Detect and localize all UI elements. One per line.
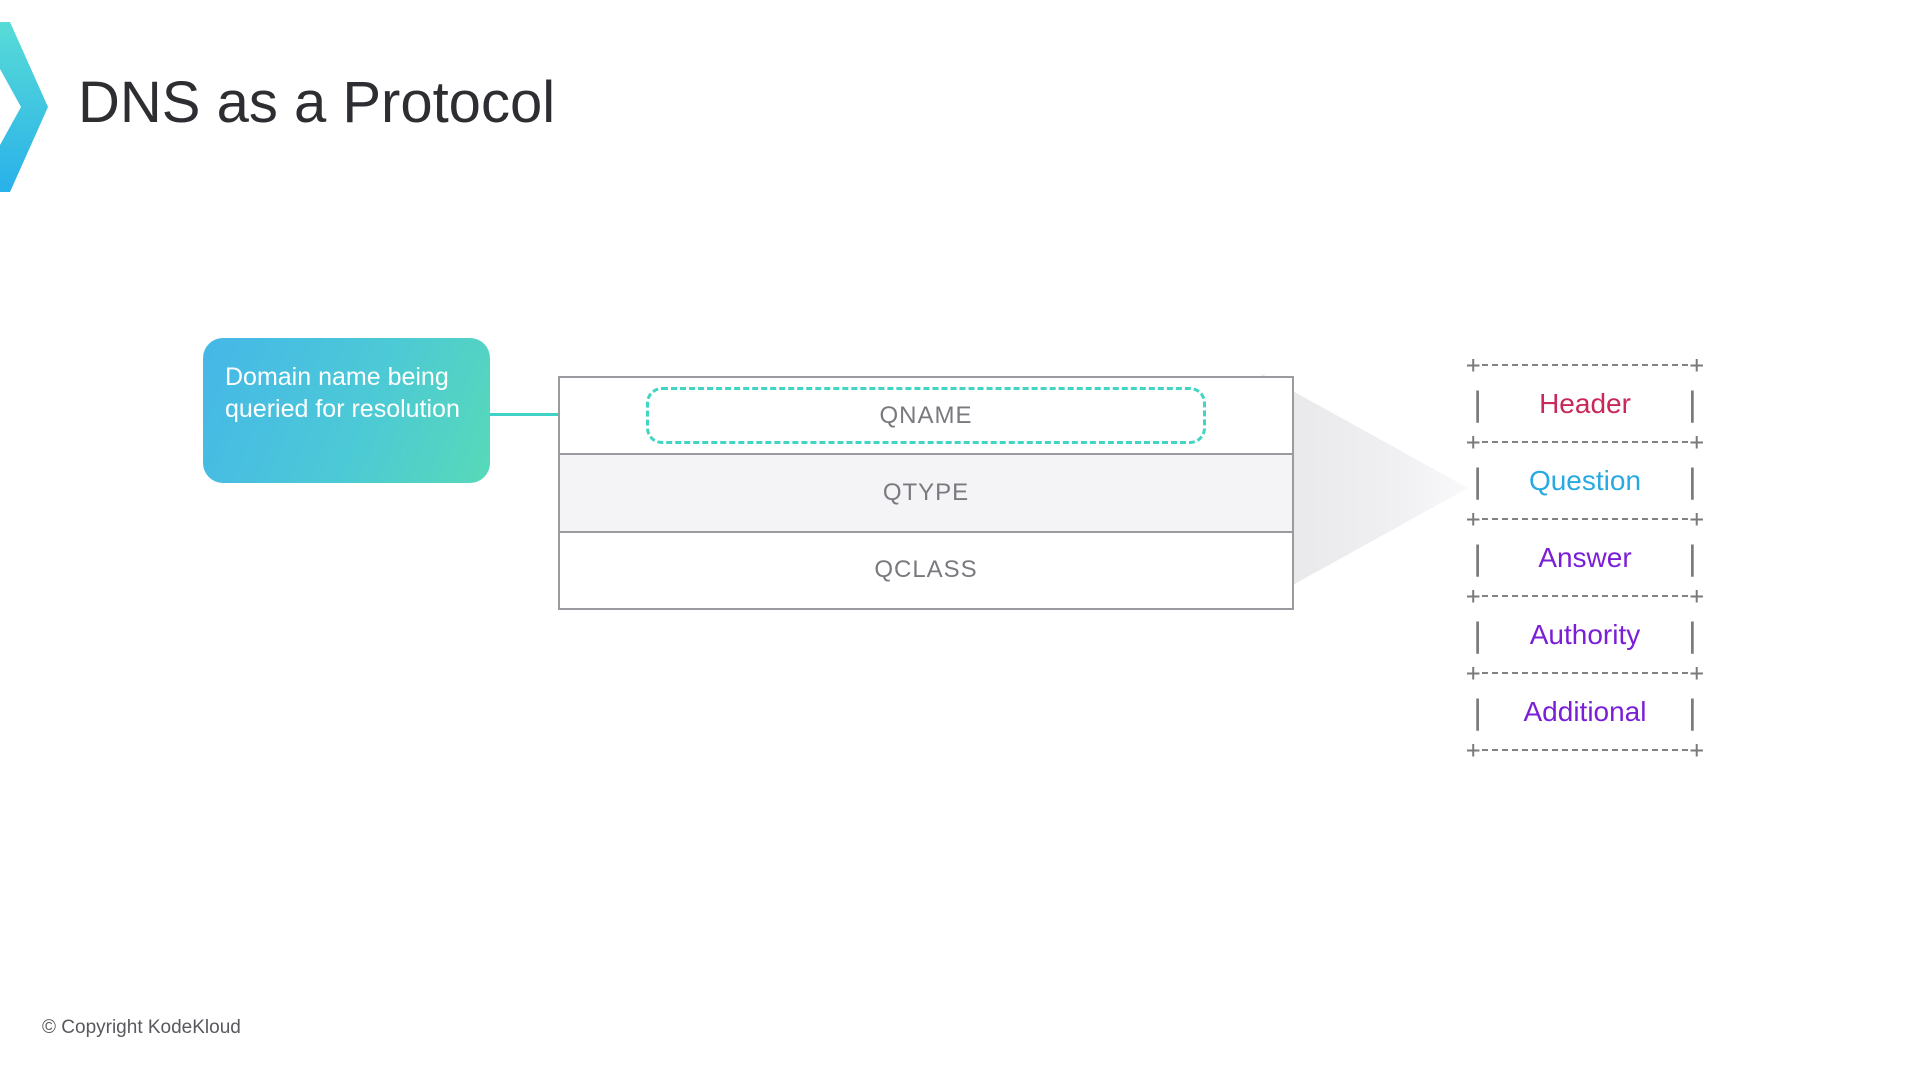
section-row-header: | Header | [1466,372,1704,435]
ascii-separator: + + [1466,505,1704,533]
ascii-separator: + + [1466,428,1704,456]
dash-line [1482,749,1688,751]
pipe-glyph: | [1468,692,1488,731]
qclass-label: QCLASS [874,556,978,584]
pipe-glyph: | [1468,538,1488,577]
plus-glyph: + [1689,505,1704,533]
ascii-separator: + + [1466,351,1704,379]
qname-highlight-box: QNAME [646,387,1206,445]
table-row-qname: QNAME [560,378,1292,453]
ascii-separator: + + [1466,736,1704,764]
plus-glyph: + [1689,351,1704,379]
pipe-glyph: | [1682,692,1702,731]
table-row-qclass: QCLASS [560,530,1292,608]
pipe-glyph: | [1682,461,1702,500]
section-label-answer: Answer [1538,541,1632,573]
section-label-header: Header [1539,387,1631,419]
page-title: DNS as a Protocol [78,70,556,135]
pipe-glyph: | [1468,615,1488,654]
section-row-authority: | Authority | [1466,603,1704,666]
pipe-glyph: | [1682,615,1702,654]
table-row-qtype: QTYPE [560,453,1292,531]
ascii-separator: + + [1466,659,1704,687]
plus-glyph: + [1466,351,1481,379]
callout-domain-name: Domain name being queried for resolution [203,338,490,483]
pipe-glyph: | [1468,384,1488,423]
dash-line [1482,441,1688,443]
dash-line [1482,595,1688,597]
section-label-authority: Authority [1529,618,1641,650]
plus-glyph: + [1689,582,1704,610]
section-label-additional: Additional [1523,695,1647,727]
ascii-separator: + + [1466,582,1704,610]
kodekloud-chevron-icon [0,22,48,192]
dash-line [1482,518,1688,520]
dash-line [1482,672,1688,674]
plus-glyph: + [1466,505,1481,533]
pipe-glyph: | [1468,461,1488,500]
dns-message-structure: + + | Header | + + | Question | + + | An… [1466,351,1704,764]
plus-glyph: + [1689,659,1704,687]
question-fields-table: QNAME QTYPE QCLASS [558,376,1294,610]
pipe-glyph: | [1682,384,1702,423]
plus-glyph: + [1466,736,1481,764]
pipe-glyph: | [1682,538,1702,577]
section-row-question: | Question | [1466,449,1704,512]
section-row-additional: | Additional | [1466,680,1704,743]
qtype-label: QTYPE [882,478,970,506]
section-row-answer: | Answer | [1466,526,1704,589]
plus-glyph: + [1689,428,1704,456]
dash-line [1482,364,1688,366]
plus-glyph: + [1466,659,1481,687]
copyright-text: © Copyright KodeKloud [42,1017,241,1038]
callout-text: Domain name being queried for resolution [225,363,460,423]
plus-glyph: + [1466,582,1481,610]
plus-glyph: + [1689,736,1704,764]
section-label-question: Question [1528,464,1642,496]
qname-label: QNAME [879,401,973,429]
plus-glyph: + [1466,428,1481,456]
